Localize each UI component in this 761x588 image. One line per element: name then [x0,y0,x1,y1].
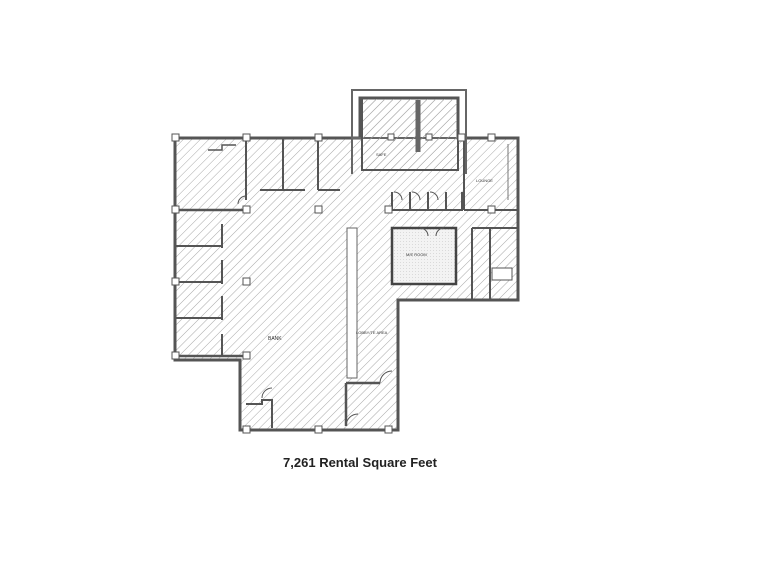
columns [171,133,496,434]
north-offices [175,138,340,212]
room-label-mech: M/E ROOM [406,252,427,257]
west-offices [175,224,246,358]
room-label-lounge: LOUNGE [476,178,493,183]
mech-room: M/E ROOM [390,226,458,286]
rental-area-caption: 7,261 Rental Square Feet [283,455,437,470]
restroom-row [391,191,463,211]
safe-room: SAFE [361,97,459,171]
lobby-corridor: LOBBY/TE AREA [344,227,393,427]
room-label-bank: BANK [268,336,282,342]
sw-vestibule [246,387,273,428]
lounge-and-east: LOUNGE [463,138,518,300]
room-label-lobby: LOBBY/TE AREA [356,330,388,335]
room-label-safe: SAFE [376,152,387,157]
